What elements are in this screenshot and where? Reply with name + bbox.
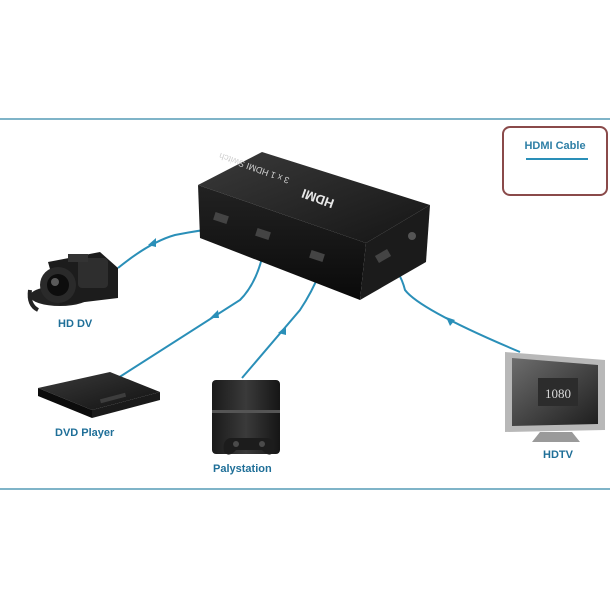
- cable-arrows: [148, 238, 455, 335]
- hdmi-port-3: [309, 250, 325, 262]
- power-port: [408, 232, 416, 240]
- hdmi-switch: [198, 152, 430, 300]
- playstation-illustration: [212, 380, 280, 455]
- arrow-dvd: [210, 310, 219, 318]
- hdtv-illustration: 1080: [505, 352, 605, 442]
- diagram-frame: [0, 118, 610, 490]
- hdmi-port-out: [374, 249, 392, 263]
- legend-cable-swatch: [526, 158, 588, 160]
- hdmi-port-1: [213, 212, 229, 224]
- label-hdtv: HDTV: [543, 449, 573, 461]
- hdmi-port-2: [255, 228, 271, 240]
- camcorder-illustration: [27, 252, 118, 312]
- label-dvd-player: DVD Player: [55, 427, 115, 439]
- cable-playstation: [241, 271, 321, 379]
- label-playstation: Palystation: [213, 463, 272, 475]
- legend-box: HDMI Cable: [502, 126, 608, 196]
- switch-top: [198, 152, 430, 243]
- arrow-hdtv: [446, 317, 455, 326]
- cable-dvd: [117, 257, 263, 379]
- switch-front: [198, 185, 366, 300]
- arrow-playstation: [278, 326, 286, 335]
- arrow-hddv: [148, 238, 156, 247]
- legend-label: HDMI Cable: [524, 140, 586, 152]
- dvd-player-illustration: [38, 372, 160, 418]
- label-hd-dv: HD DV: [58, 318, 93, 330]
- switch-side: [360, 205, 430, 300]
- tv-screen-resolution: 1080: [545, 386, 571, 401]
